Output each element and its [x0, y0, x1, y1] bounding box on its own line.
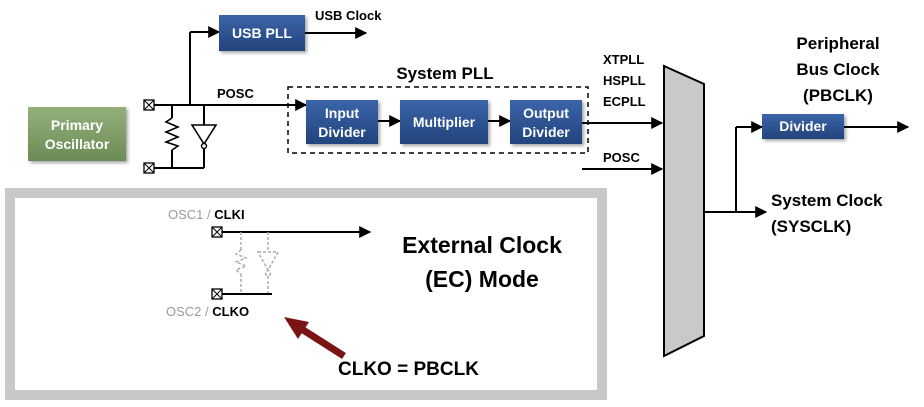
- peripheral-bus-clock-label-3: (PBCLK): [803, 86, 873, 105]
- system-clock-label-1: System Clock: [771, 191, 883, 210]
- hspll-label: HSPLL: [603, 73, 646, 88]
- ec-mode-title-2: (EC) Mode: [425, 266, 539, 292]
- osc2-prefix: OSC2 /: [166, 304, 212, 319]
- usb-pll-label: USB PLL: [232, 25, 292, 41]
- osc2-pin-icon: [143, 162, 155, 174]
- inverter-buffer-icon: [190, 124, 218, 150]
- output-divider-label-1: Output: [523, 105, 569, 121]
- osc1-pin-icon: [143, 99, 155, 111]
- clock-mux: [663, 64, 705, 358]
- ec-osc2-pin-icon: [211, 288, 223, 300]
- posc-label: POSC: [217, 86, 254, 101]
- system-pll-boundary: [287, 86, 589, 154]
- ec-mode-title-1: External Clock: [402, 232, 562, 258]
- ec-osc1-pin-icon: [211, 226, 223, 238]
- pb-divider-label: Divider: [779, 118, 827, 134]
- system-pll-label: System PLL: [396, 64, 493, 83]
- clki-label: CLKI: [214, 207, 244, 222]
- primary-oscillator-block: Primary Oscillator: [28, 107, 126, 161]
- usb-pll-block: USB PLL: [219, 15, 305, 51]
- primary-oscillator-label-2: Oscillator: [45, 136, 110, 152]
- input-divider-label-2: Divider: [318, 124, 366, 140]
- posc-mux-label: POSC: [603, 150, 640, 165]
- pb-divider-block: Divider: [762, 114, 844, 139]
- osc2-clko-label: OSC2 / CLKO: [166, 304, 249, 319]
- ecpll-label: ECPLL: [603, 94, 646, 109]
- peripheral-bus-clock-label-2: Bus Clock: [796, 60, 880, 79]
- mux-output-wiring: [704, 127, 737, 213]
- usb-clock-label: USB Clock: [315, 8, 382, 23]
- clko-pointer-arrow-icon: [284, 317, 346, 359]
- xtpll-label: XTPLL: [603, 52, 644, 67]
- clko-label: CLKO: [212, 304, 249, 319]
- system-clock-label-2: (SYSCLK): [771, 217, 851, 236]
- multiplier-label: Multiplier: [413, 114, 476, 130]
- output-divider-block: Output Divider: [510, 100, 582, 144]
- resistor-icon: [163, 117, 181, 151]
- multiplier-block: Multiplier: [400, 100, 488, 144]
- ec-mode-panel: [5, 188, 607, 400]
- primary-oscillator-label-1: Primary: [51, 117, 103, 133]
- input-divider-label-1: Input: [325, 105, 360, 121]
- disabled-oscillator-circuit-icon: [234, 232, 280, 294]
- oscillator-wiring: [154, 32, 300, 169]
- peripheral-bus-clock-label-1: Peripheral: [796, 34, 879, 53]
- input-divider-block: Input Divider: [306, 100, 378, 144]
- osc1-clki-label: OSC1 / CLKI: [168, 207, 245, 222]
- osc1-prefix: OSC1 /: [168, 207, 214, 222]
- output-divider-label-2: Divider: [522, 124, 570, 140]
- clko-equals-pbclk-note: CLKO = PBCLK: [338, 359, 479, 380]
